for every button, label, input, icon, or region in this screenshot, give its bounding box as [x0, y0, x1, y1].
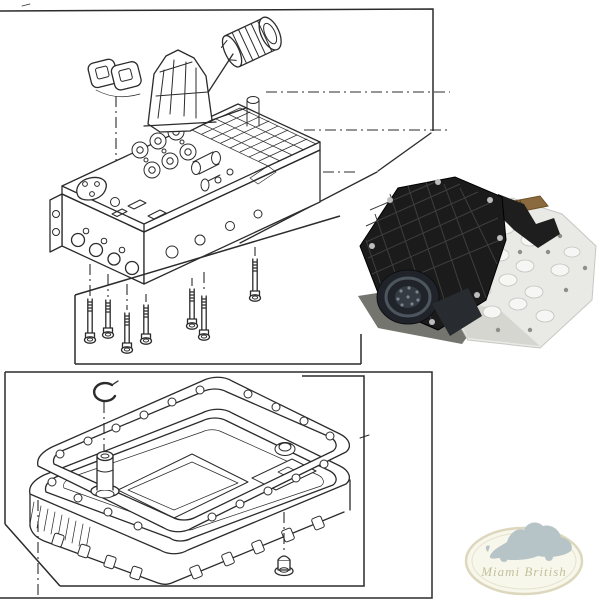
valve-body-drawing: [49, 16, 321, 310]
sleeve-leader-line: [206, 53, 234, 95]
photo-pointer-line-1: [377, 132, 432, 172]
oil-pan-drawing: [28, 376, 351, 585]
connector-arm: [432, 288, 482, 336]
filler-cap: [274, 442, 296, 456]
bolt-box: [74, 215, 362, 365]
body-holes: [457, 233, 588, 333]
drain-plug: [274, 555, 294, 577]
bolt: [185, 288, 199, 330]
inner-frame: [60, 375, 365, 587]
bolt: [101, 299, 115, 339]
product-photo: [347, 170, 598, 352]
bolt: [197, 295, 211, 341]
photo-round-connector: [376, 269, 482, 336]
frame-corner-connector: [4, 523, 61, 587]
gasket-bolt-holes: [47, 385, 335, 531]
bolt: [83, 298, 97, 344]
pan-ribs: [29, 501, 91, 550]
car-silhouette: [485, 522, 572, 562]
plate-grid-texture: [191, 107, 317, 185]
solenoid-cluster: [131, 123, 221, 192]
bolt-centerlines: [89, 247, 256, 310]
bolt: [139, 304, 153, 345]
support-bracket: [143, 49, 260, 133]
oil-pickup-tube: [90, 450, 120, 499]
oil-pan: [28, 408, 351, 585]
outer-frame: [0, 371, 433, 599]
connector-pins: [396, 286, 420, 307]
bolt: [120, 312, 134, 354]
bolt: [248, 258, 262, 302]
valve-body-lower-slab: [49, 149, 321, 285]
watermark-logo: Miami British: [464, 522, 584, 596]
retaining-clip-part: [87, 58, 142, 91]
cover-grid: [365, 179, 501, 325]
oil-pan-frames: [0, 371, 433, 599]
snap-ring: [92, 380, 119, 403]
pan-clip-tabs: [51, 515, 325, 581]
photo-bracket: [496, 194, 560, 248]
watermark-text: Miami British: [480, 564, 567, 579]
mounting-bolts: [83, 258, 262, 354]
